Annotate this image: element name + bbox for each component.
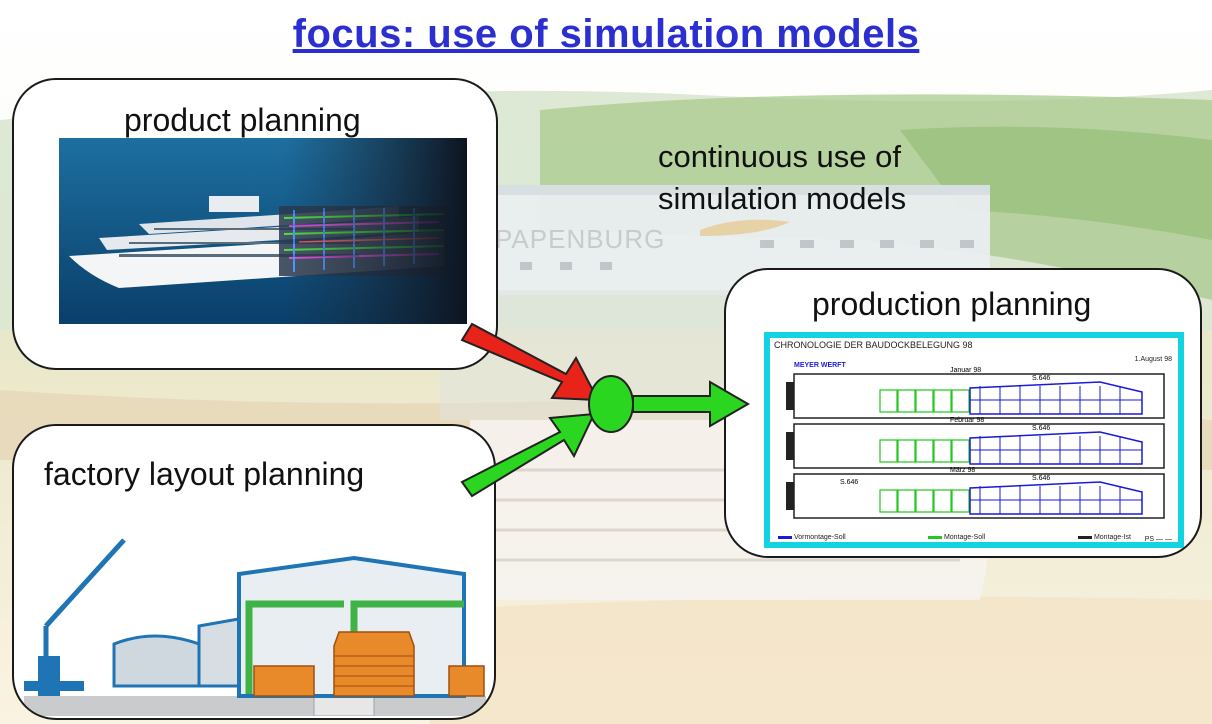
schedule-ship-label: S.646 <box>1032 425 1050 432</box>
papenburg-sign: PAPENBURG <box>495 224 665 254</box>
product-planning-label: product planning <box>124 102 361 138</box>
cruise-ship-image <box>59 138 467 324</box>
dock-schedule-chart: CHRONOLOGIE DER BAUDOCKBELEGUNG 98 MEYER… <box>764 332 1184 548</box>
legend-item-montage-soll: Montage-Soll <box>928 534 985 541</box>
slide-title: focus: use of simulation models <box>292 12 920 56</box>
schedule-month-label: Januar 98 <box>950 367 981 374</box>
production-planning-label: production planning <box>812 286 1092 322</box>
schedule-logo: MEYER WERFT <box>794 362 846 369</box>
legend-item-vormontage: Vormontage-Soll <box>778 534 846 541</box>
schedule-month-label: Februar 98 <box>950 417 984 424</box>
green-arrow-in <box>460 412 596 498</box>
schedule-heading: CHRONOLOGIE DER BAUDOCKBELEGUNG 98 <box>774 340 973 350</box>
schedule-extra-ship-label: S.646 <box>840 479 858 486</box>
note-line-1: continuous use of <box>658 139 902 174</box>
factory-layout-drawing <box>24 538 486 716</box>
schedule-row: Februar 98 S.646 <box>786 417 1165 469</box>
production-planning-panel: production planning CHRONOLOGIE DER BAUD… <box>724 268 1202 558</box>
merge-node <box>588 375 634 433</box>
schedule-month-label: März 98 <box>950 467 975 474</box>
green-arrow-out <box>632 380 750 428</box>
schedule-corner-label: 1.August 98 <box>1134 356 1172 363</box>
product-planning-panel: product planning <box>12 78 498 370</box>
schedule-ship-label: S.646 <box>1032 475 1050 482</box>
schedule-ship-label: S.646 <box>1032 375 1050 382</box>
factory-layout-planning-panel: factory layout planning <box>12 424 496 720</box>
factory-layout-planning-label: factory layout planning <box>44 456 365 492</box>
note-line-2: simulation models <box>658 181 907 216</box>
red-arrow <box>460 322 600 402</box>
legend-item-montage-ist: Montage-Ist <box>1078 534 1131 541</box>
schedule-footer: PS — — <box>1144 536 1172 543</box>
continuous-use-note: continuous use of simulation models <box>658 136 906 220</box>
schedule-row: Januar 98 S.646 <box>786 367 1165 419</box>
